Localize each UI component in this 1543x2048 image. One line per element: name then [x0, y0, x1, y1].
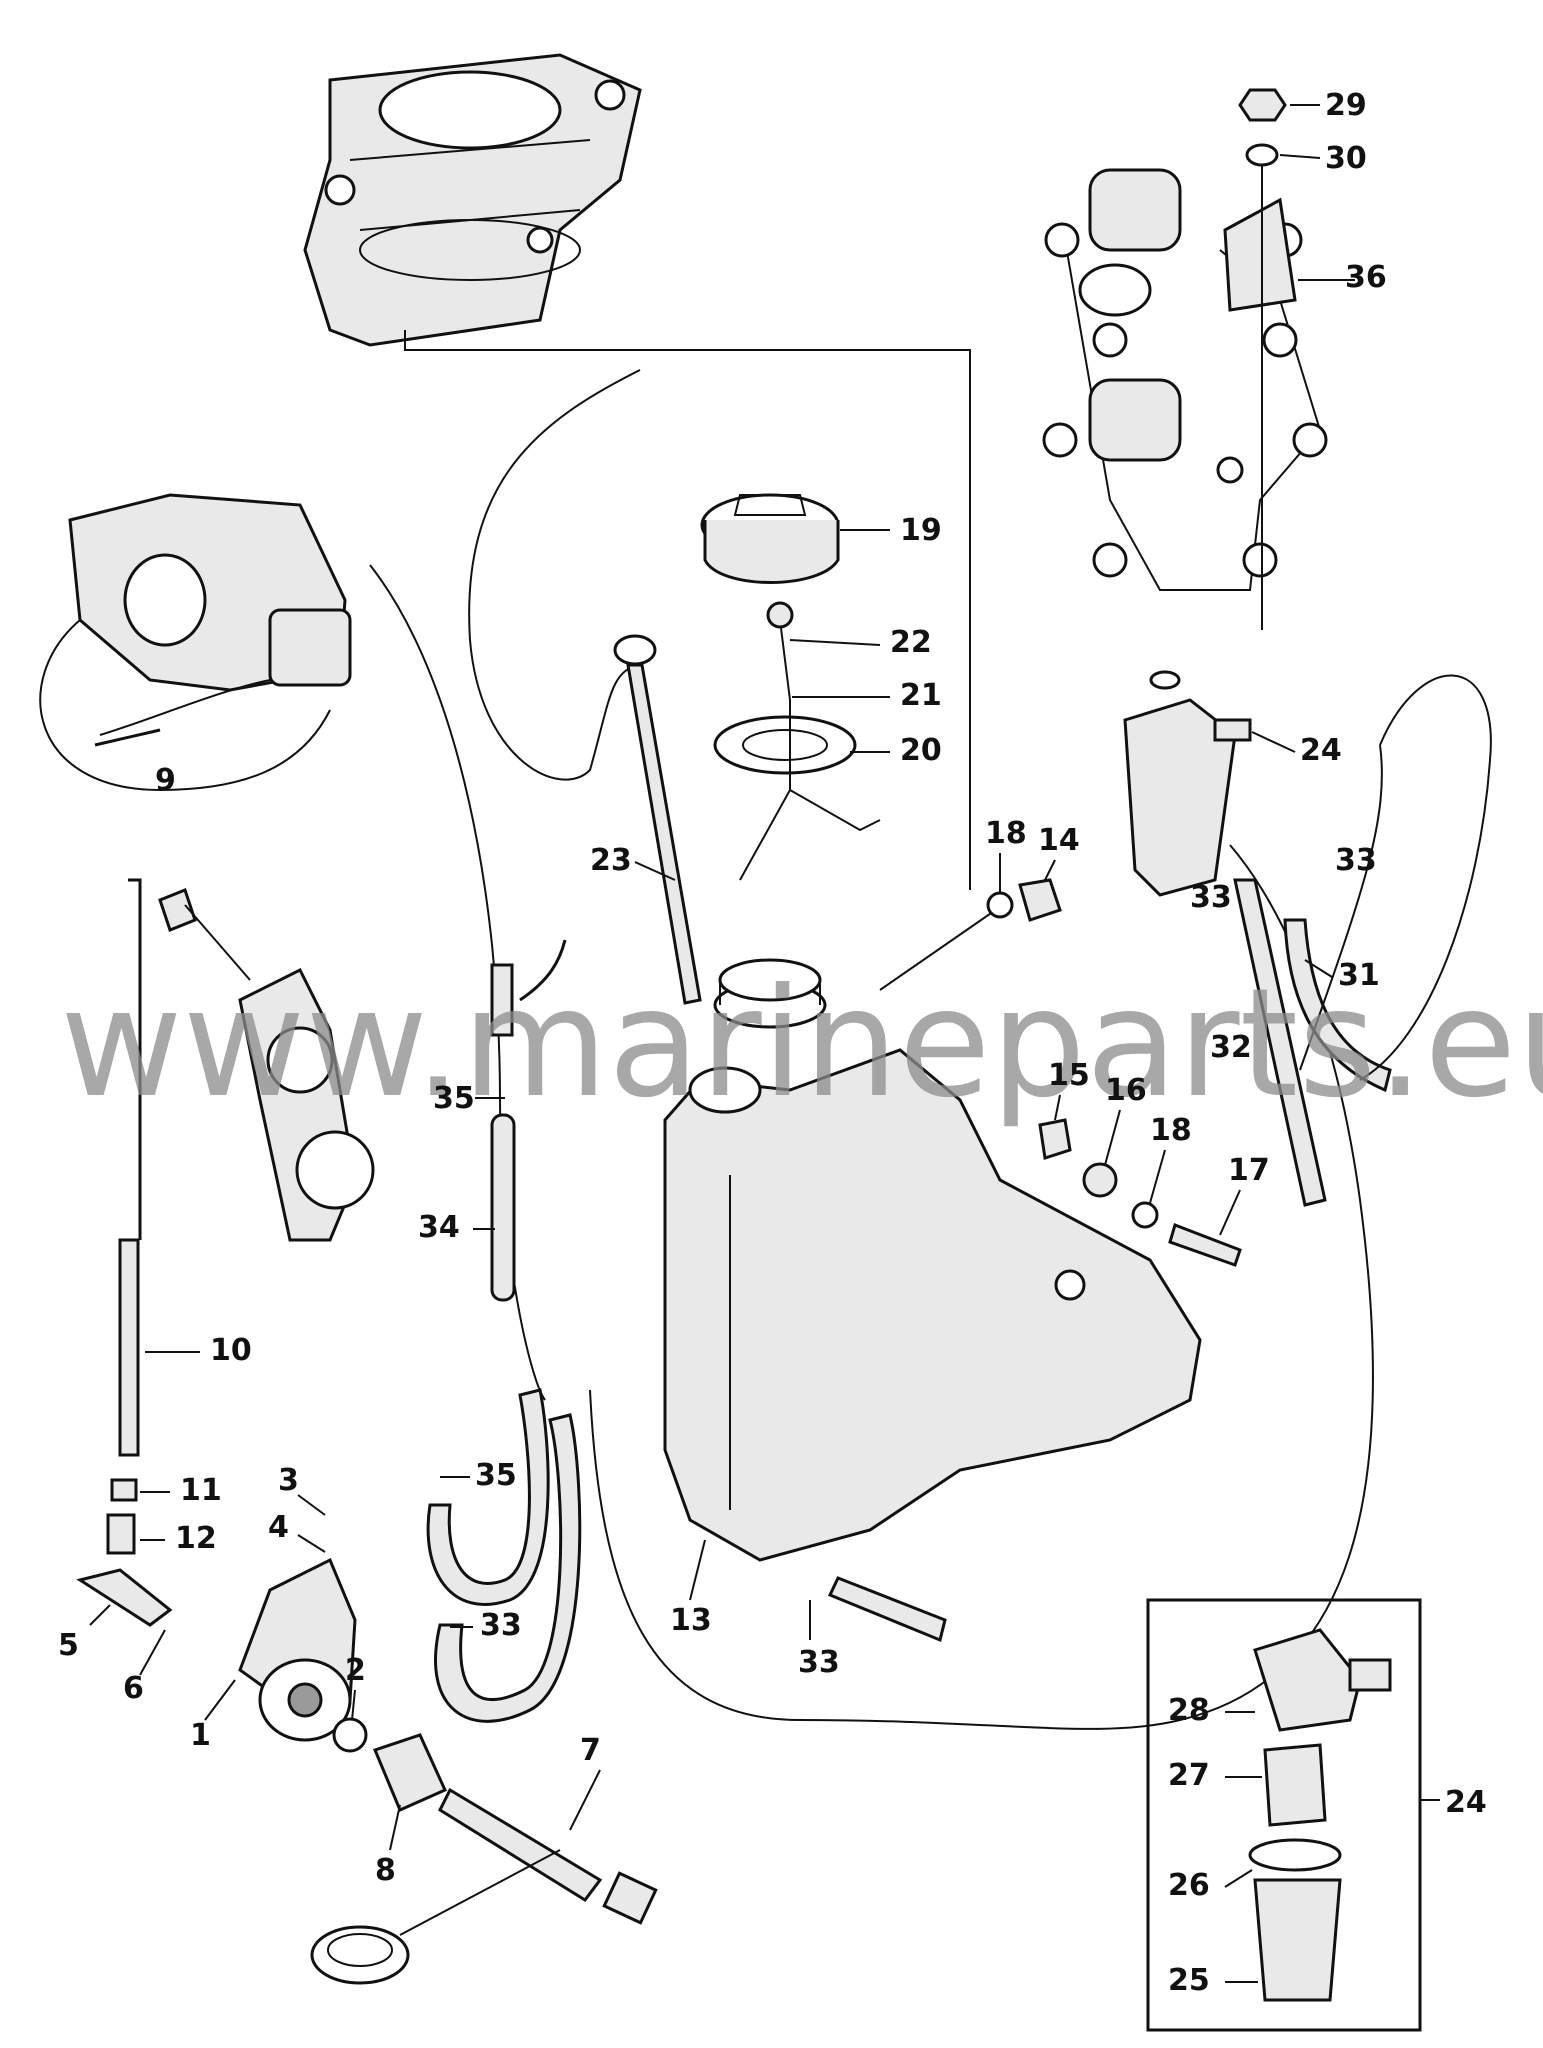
connector-tube	[490, 963, 514, 1037]
label-9: 9	[155, 763, 176, 798]
shaft-leader	[399, 1849, 561, 1936]
carburetor	[68, 493, 352, 747]
filter-inset-box	[1146, 1598, 1422, 2032]
seal-ring	[310, 1925, 410, 1985]
label-6: 6	[123, 1671, 144, 1706]
hose-34	[490, 1113, 516, 1302]
label-21: 21	[900, 678, 942, 713]
hose-carb-to-tank	[369, 564, 546, 1401]
label-28: 28	[1168, 1693, 1210, 1728]
label-11: 11	[180, 1473, 222, 1508]
label-18-lower: 18	[1150, 1113, 1192, 1148]
label-20: 20	[900, 733, 942, 768]
label-12: 12	[175, 1521, 217, 1556]
washer-30	[1245, 143, 1279, 167]
filler-neck	[718, 958, 822, 1005]
label-24-inset: 24	[1445, 1785, 1487, 1820]
filter-bracket-assembly	[1042, 168, 1328, 591]
throttle-cam	[158, 888, 375, 1242]
label-23: 23	[590, 843, 632, 878]
fitting-14	[1018, 878, 1062, 922]
label-33-filter-left: 33	[1190, 880, 1232, 915]
bolt-17	[1168, 1223, 1242, 1267]
long-return-hose	[589, 844, 1374, 1730]
bowl-25	[1253, 1878, 1342, 2002]
label-32: 32	[1210, 1030, 1252, 1065]
label-5: 5	[58, 1628, 79, 1663]
fuel-filter-upper	[1123, 670, 1252, 897]
label-7: 7	[580, 1733, 601, 1768]
filter-head-28	[1253, 1628, 1392, 1732]
label-15: 15	[1048, 1058, 1090, 1093]
vent-fitting-23	[613, 634, 702, 1005]
part-labels: 1 2 3 4 5 6 7 8 9 10 11 12 13 14 15 16 1…	[58, 88, 1487, 1998]
label-36: 36	[1345, 260, 1387, 295]
intake-manifold	[303, 53, 642, 347]
label-31: 31	[1338, 958, 1380, 993]
label-4: 4	[268, 1510, 289, 1545]
grommet-16	[1082, 1162, 1118, 1198]
label-14: 14	[1038, 823, 1080, 858]
label-17: 17	[1228, 1153, 1270, 1188]
collar-8	[372, 1733, 447, 1812]
label-33-filter-right: 33	[1335, 843, 1377, 878]
fitting-15	[1038, 1118, 1072, 1160]
drive-shaft	[438, 1787, 658, 1925]
hose-loop-35	[426, 1388, 550, 1606]
fitting-leader	[879, 899, 1011, 991]
screw-22	[766, 601, 794, 629]
label-16: 16	[1105, 1073, 1147, 1108]
label-3: 3	[278, 1463, 299, 1498]
label-8: 8	[375, 1853, 396, 1888]
seal-26	[1248, 1838, 1342, 1872]
label-2: 2	[345, 1653, 366, 1688]
hose-loop-33	[434, 1413, 582, 1723]
label-24-upper: 24	[1300, 733, 1342, 768]
return-hose-top	[1299, 674, 1492, 1081]
hose-31	[1283, 918, 1392, 1093]
label-18-upper: 18	[985, 816, 1027, 851]
washer-18-lower	[1131, 1201, 1159, 1229]
label-27: 27	[1168, 1758, 1210, 1793]
gasket-20	[713, 715, 857, 775]
label-1: 1	[190, 1718, 211, 1753]
primer-bulb-hose	[468, 369, 641, 781]
link-rod	[118, 878, 142, 1457]
filter-element-27	[1263, 1743, 1327, 1827]
carburetor-outline-arc	[39, 619, 331, 792]
leader-lines	[89, 104, 1355, 1983]
label-10: 10	[210, 1333, 252, 1368]
nut-11	[110, 1478, 138, 1502]
label-26: 26	[1168, 1868, 1210, 1903]
manifold-leader-line	[404, 330, 971, 890]
label-33-pump: 33	[480, 1608, 522, 1643]
fuel-cap	[700, 493, 840, 584]
label-25: 25	[1168, 1963, 1210, 1998]
o-ring-2	[332, 1717, 368, 1753]
nut-29	[1238, 88, 1287, 122]
hose-elbow-upper	[519, 939, 567, 1002]
label-13: 13	[670, 1603, 712, 1638]
watermark: www.marineparts.eu	[60, 957, 1543, 1131]
fuel-pump	[76, 1557, 357, 1742]
label-35-upper: 35	[433, 1081, 475, 1116]
label-29: 29	[1325, 88, 1367, 123]
label-30: 30	[1325, 141, 1367, 176]
label-33-tank: 33	[798, 1645, 840, 1680]
hose-tank-outlet	[827, 1576, 947, 1643]
spacer-12	[106, 1513, 136, 1555]
label-19: 19	[900, 513, 942, 548]
hose-32	[1233, 878, 1327, 1207]
label-35-lower: 35	[475, 1458, 517, 1493]
bracket-36	[1223, 197, 1297, 312]
label-22: 22	[890, 625, 932, 660]
washer-18-upper	[986, 891, 1014, 919]
label-34: 34	[418, 1210, 460, 1245]
tether-21	[739, 619, 881, 881]
